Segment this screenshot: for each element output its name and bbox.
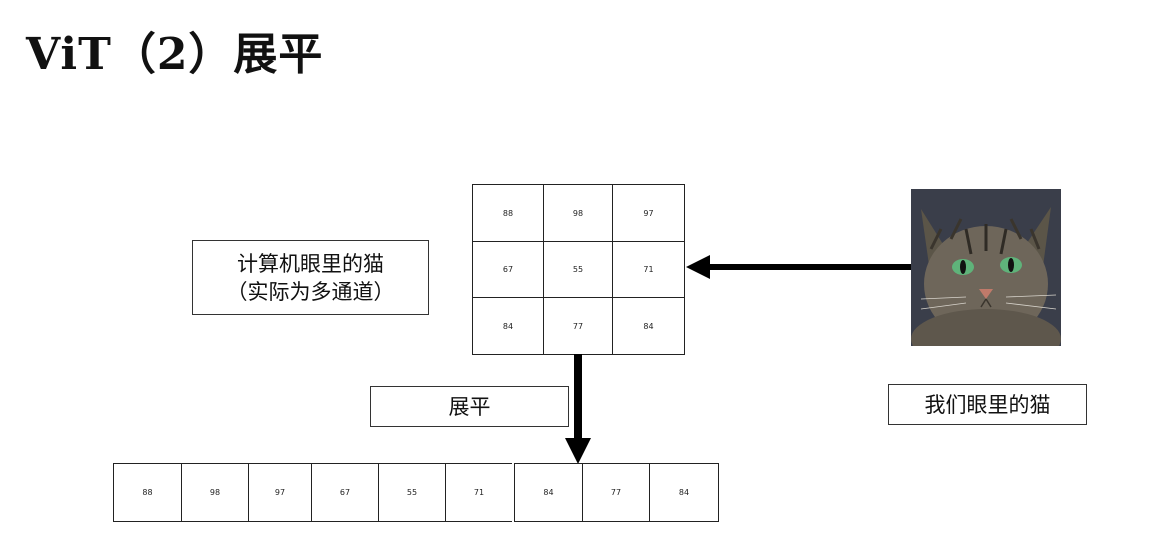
matrix-cell: 98 — [544, 185, 613, 242]
flattened-cell: 71 — [473, 488, 485, 497]
flattened-cell: 97 — [249, 464, 312, 521]
our-view-label-box: 我们眼里的猫 — [888, 384, 1087, 425]
matrix-cell: 55 — [544, 242, 613, 298]
cat-photo — [911, 189, 1061, 346]
matrix-cell: 88 — [473, 185, 544, 242]
flatten-arrowhead — [565, 438, 591, 464]
flatten-label: 展平 — [448, 394, 491, 419]
flattened-cell: 84 — [650, 464, 719, 521]
matrix-cell: 71 — [613, 242, 685, 298]
flattened-cell: 67 — [312, 464, 379, 521]
computer-view-label-box: 计算机眼里的猫 （实际为多通道） — [192, 240, 429, 315]
flattened-cell: 88 — [114, 464, 182, 521]
channel-note-label: （实际为多通道） — [226, 279, 395, 304]
flattened-cell: 55 — [379, 464, 446, 521]
our-view-label: 我们眼里的猫 — [924, 392, 1051, 417]
flattened-cell: 98 — [182, 464, 249, 521]
flattened-cell: 84 — [515, 464, 583, 521]
page-title: ViT（2）展平 — [26, 29, 324, 80]
matrix-cell: 84 — [613, 298, 685, 355]
computer-view-label: 计算机眼里的猫 — [237, 251, 384, 276]
cat-to-matrix-arrowhead — [686, 255, 710, 279]
flattened-row-part-1: 88 98 97 67 55 71 — [113, 463, 512, 522]
flattened-row-part-2: 84 77 84 — [514, 463, 719, 522]
matrix-cell: 97 — [613, 185, 685, 242]
matrix-cell: 67 — [473, 242, 544, 298]
flattened-cell: 77 — [583, 464, 650, 521]
matrix-cell: 84 — [473, 298, 544, 355]
flatten-label-box: 展平 — [370, 386, 569, 427]
